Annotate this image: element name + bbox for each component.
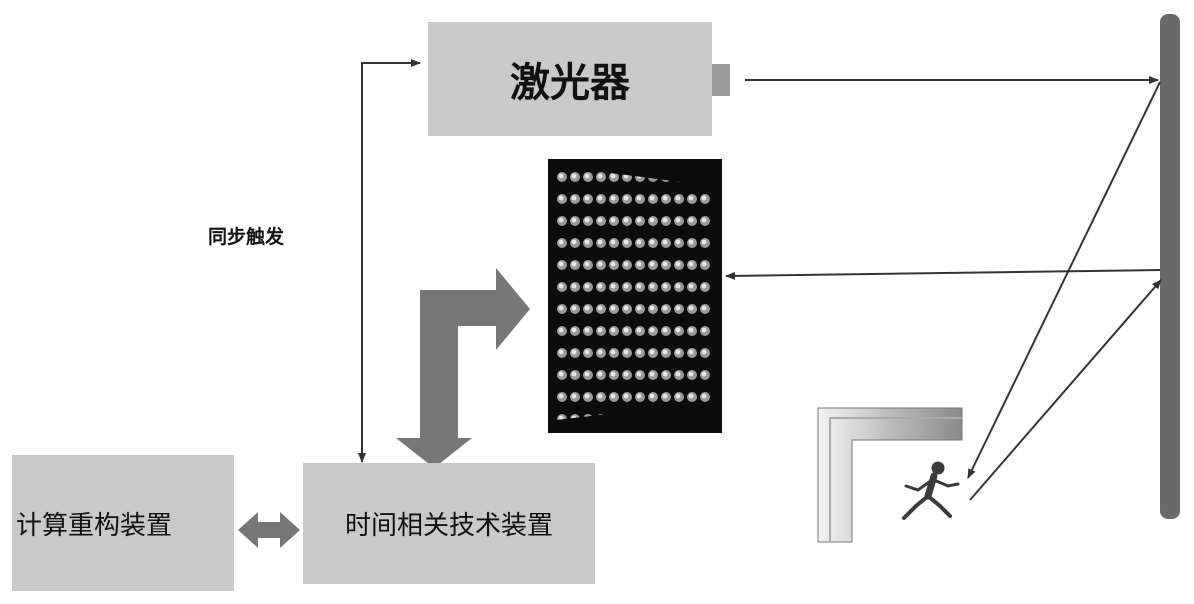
running-person-icon <box>904 462 958 518</box>
bidirectional-arrow <box>238 512 300 548</box>
wall-to-object-line <box>968 82 1160 478</box>
detector-array-image <box>548 159 722 433</box>
object-to-wall-line <box>970 280 1161 500</box>
sync-trigger-line <box>362 63 420 462</box>
return-signal-line <box>726 270 1160 276</box>
time-correlation-box: 时间相关技术装置 <box>303 463 595 584</box>
occluder-wall <box>818 408 962 542</box>
time-correlation-label: 时间相关技术装置 <box>345 505 553 542</box>
sync-trigger-label: 同步触发 <box>208 222 284 249</box>
target-wall <box>1160 14 1180 519</box>
data-flow-arrow <box>396 268 530 468</box>
laser-label: 激光器 <box>510 50 630 108</box>
laser-aperture <box>712 64 730 96</box>
reconstruction-label: 计算重构装置 <box>16 505 172 542</box>
reconstruction-box: 计算重构装置 <box>12 455 234 591</box>
laser-box: 激光器 <box>428 22 712 136</box>
